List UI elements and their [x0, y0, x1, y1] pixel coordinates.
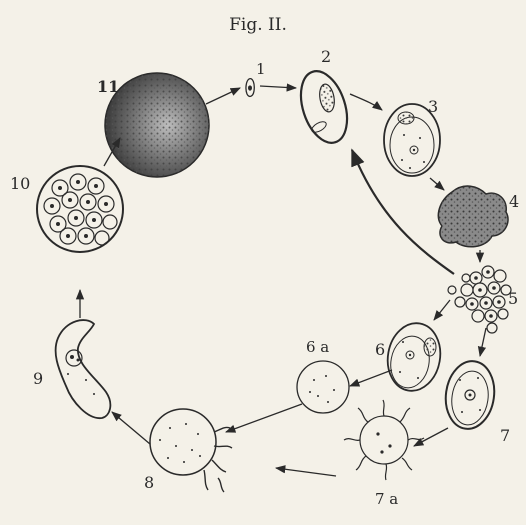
stage-11-sphere: [105, 73, 209, 177]
arrow-7-to-7a: [414, 428, 448, 446]
arrow-5-to-7: [480, 328, 486, 356]
arrow-1-to-2: [260, 86, 296, 88]
label-stage-3: 3: [428, 97, 438, 116]
label-stage-6: 6: [375, 340, 385, 359]
label-stage-8: 8: [144, 473, 154, 492]
label-stage-2: 2: [321, 47, 331, 66]
arrow-2-to-3: [350, 94, 382, 110]
stage-1-sporozoite: [246, 79, 254, 97]
label-stage-11: 11: [97, 77, 119, 96]
stage-10-cell: [37, 166, 123, 252]
arrow-6-to-6a: [350, 370, 392, 386]
label-stage-6a: 6 a: [306, 338, 329, 356]
stage-6-cell: [382, 319, 445, 395]
stage-2-cell: [293, 65, 356, 148]
label-stage-7: 7: [500, 426, 510, 445]
stage-6a-cell: [297, 361, 349, 413]
label-stage-4: 4: [509, 192, 519, 211]
stage-7a-flagellated-cell: [344, 400, 424, 480]
arrow-5-to-6: [434, 300, 450, 320]
label-stage-9: 9: [33, 369, 43, 388]
arrow-3-to-4: [430, 178, 444, 190]
arrow-7a-to-8: [276, 468, 336, 476]
figure-title: Fig. II.: [229, 15, 287, 35]
label-stage-1: 1: [256, 60, 266, 78]
stage-5-cluster: [448, 266, 511, 333]
stage-8-cell: [150, 409, 232, 492]
arrow-11-to-1: [206, 88, 240, 104]
label-stage-10: 10: [10, 174, 30, 193]
label-stage-7a: 7 a: [375, 490, 398, 508]
arrow-8-to-9: [112, 412, 150, 444]
label-stage-5: 5: [508, 289, 518, 308]
arrow-6a-to-8: [226, 404, 302, 432]
stage-4-mass: [438, 186, 508, 247]
stage-7-cell: [442, 358, 499, 432]
stage-9-crescent: [56, 320, 111, 418]
